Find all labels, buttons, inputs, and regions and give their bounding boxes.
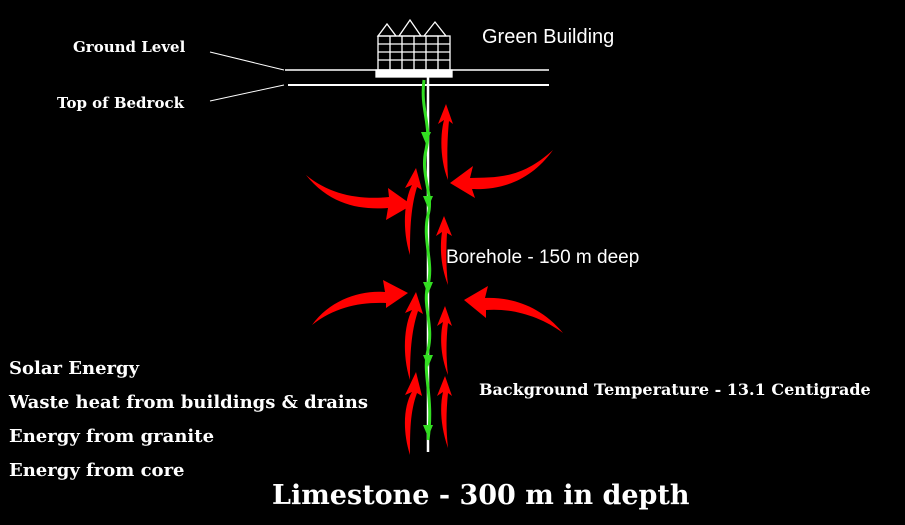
heat-arrow-up-4 (404, 292, 423, 380)
energy-source-item: Energy from granite (9, 426, 215, 447)
heat-arrow-up-2 (404, 168, 422, 255)
heat-arrow-right-upper (450, 150, 553, 198)
heat-arrow-right-lower (464, 286, 563, 333)
flow-arrow-down-4 (423, 355, 433, 367)
heat-arrow-up-3 (436, 216, 452, 285)
energy-source-item: Energy from core (9, 460, 185, 481)
building-label: Green Building (482, 26, 615, 48)
heat-arrow-left-upper (306, 175, 412, 220)
flow-arrow-down-1 (421, 132, 431, 144)
heat-arrow-up-6 (404, 372, 422, 455)
energy-source-item: Solar Energy (9, 358, 140, 379)
flow-arrow-down-3 (423, 282, 433, 294)
ground-level-pointer (209, 51, 285, 71)
flow-arrow-down-5 (423, 425, 433, 437)
heat-arrow-up-7 (437, 376, 452, 448)
flow-arrow-down-2 (423, 196, 433, 208)
heat-arrow-up-1 (438, 104, 453, 180)
heat-arrow-up-5 (437, 306, 452, 375)
energy-source-item: Waste heat from buildings & drains (9, 392, 368, 413)
ground-level-label: Ground Level (73, 38, 186, 56)
top-of-bedrock-label: Top of Bedrock (57, 94, 184, 112)
energy-source-list: Solar Energy Waste heat from buildings &… (9, 352, 368, 488)
heat-arrow-left-lower (312, 280, 408, 325)
building-icon (375, 18, 453, 78)
background-temperature-label: Background Temperature - 13.1 Centigrade (479, 380, 871, 399)
pipe-flow-arrows (421, 132, 433, 437)
heat-arrows (306, 104, 563, 455)
borehole-label: Borehole - 150 m deep (446, 247, 640, 268)
bedrock-pointer (209, 84, 285, 102)
limestone-label: Limestone - 300 m in depth (272, 480, 690, 511)
